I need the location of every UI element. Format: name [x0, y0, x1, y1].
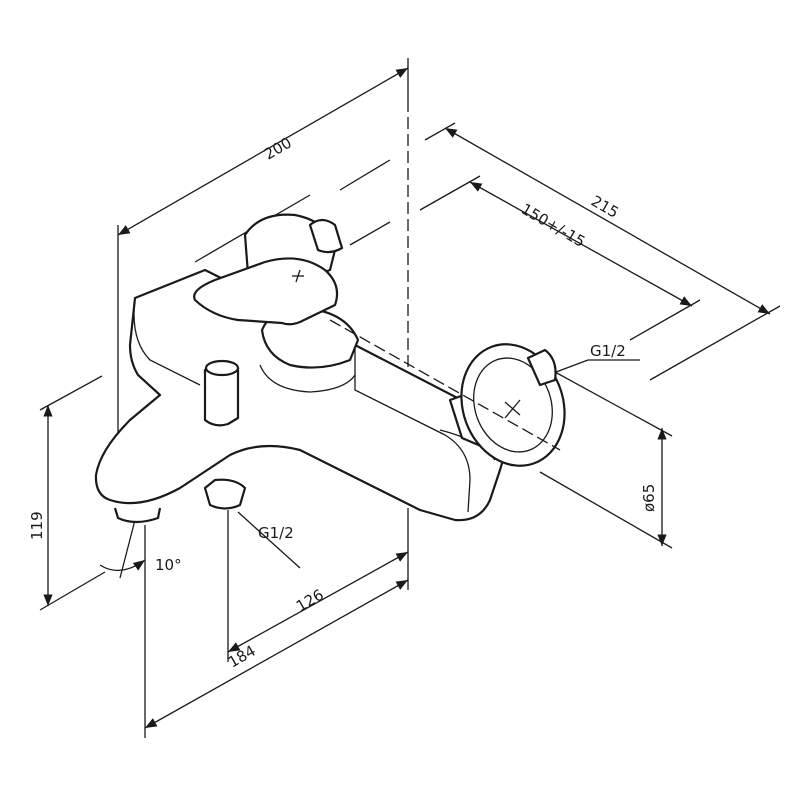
angle-label: 10° — [155, 556, 182, 574]
thread-right-label: G1/2 — [590, 342, 626, 360]
dimension-diameter-65: ø65 — [539, 371, 673, 549]
left-connector — [308, 218, 344, 254]
angle-10: 10° — [99, 519, 182, 579]
bottom-thread — [203, 478, 247, 510]
thread-callout-right: G1/2 — [547, 342, 640, 376]
dimension-150: 150+/-15 — [419, 175, 701, 341]
thread-callout-bottom: G1/2 — [237, 511, 301, 569]
dim-215-label: 215 — [588, 192, 622, 222]
spout-outlet — [113, 507, 162, 524]
dim-65-label: ø65 — [640, 484, 658, 512]
dim-119-label: 119 — [28, 511, 46, 540]
dim-150-label: 150+/-15 — [518, 200, 588, 251]
mixer-body — [94, 268, 507, 522]
dimension-126: 126 — [227, 510, 409, 662]
dimension-184: 184 — [144, 525, 409, 738]
handle-lever — [193, 257, 339, 326]
dimension-119: 119 — [28, 375, 106, 611]
faucet-illustration — [94, 213, 566, 524]
right-thread — [526, 348, 557, 387]
dim-126-label: 126 — [293, 586, 327, 616]
dim-200-label: 200 — [261, 134, 295, 164]
thread-bottom-label: G1/2 — [258, 524, 294, 542]
